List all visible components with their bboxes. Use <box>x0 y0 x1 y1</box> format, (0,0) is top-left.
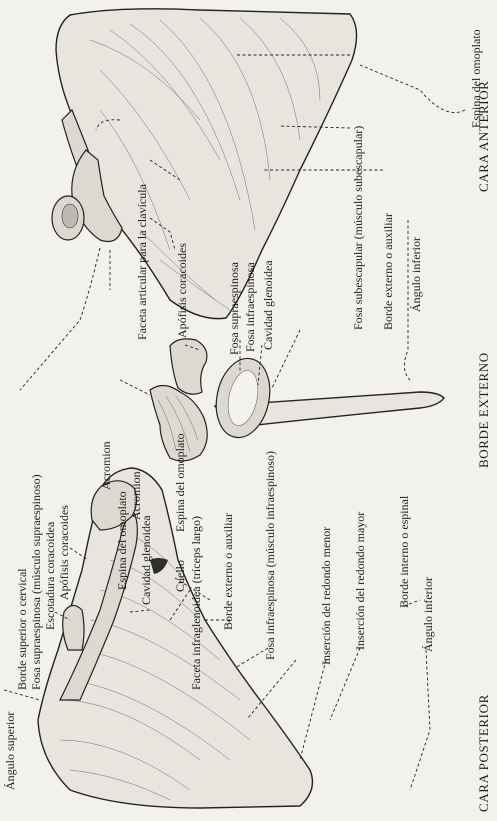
label-insercion-redondo-menor: Inserción del redondo menor <box>319 527 333 665</box>
caption-cara-anterior: CARA ANTERIOR <box>476 81 491 192</box>
lateral-view <box>150 339 444 461</box>
label-espina-omoplato-lateral: Espina del omoplato <box>173 433 187 532</box>
label-fosa-supraespinosa-posterior: Fosa supraespinosa (músculo supraespinos… <box>29 474 43 690</box>
label-acromion-posterior-top: Acromion <box>99 441 113 490</box>
label-insercion-redondo-mayor: Inserción del redondo mayor <box>353 512 367 650</box>
caption-borde-externo: BORDE EXTERNO <box>476 352 491 468</box>
posterior-coracoid <box>63 605 84 650</box>
label-cavidad-glenoidea-posterior: Cavidad glenoidea <box>139 515 153 605</box>
label-fosa-infraespinosa-posterior: Fosa infraespinosa (músculo infraespinos… <box>263 451 277 660</box>
label-borde-externo-auxiliar-posterior: Borde externo o auxiliar <box>221 513 235 630</box>
label-borde-interno-espinal: Borde interno o espinal <box>397 495 411 608</box>
label-faceta-infraglenoidea: Faceta infraglenoidea (tríceps largo) <box>189 516 203 690</box>
label-angulo-inferior-anterior: Ángulo inferior <box>409 237 423 312</box>
label-fosa-subescapular: Fosa subescapular (músculo subescapular) <box>351 126 365 330</box>
label-angulo-inferior-posterior: Ángulo inferior <box>421 577 435 652</box>
label-apofisis-coracoides-anterior: Apófisis coracoides <box>175 243 189 338</box>
label-borde-superior-cervical: Borde superior o cervical <box>15 568 29 690</box>
lateral-coracoid <box>170 339 207 394</box>
caption-cara-posterior: CARA POSTERIOR <box>476 694 491 812</box>
label-fosa-supraespinosa-lateral: Fosa supraespinosa <box>227 261 241 355</box>
label-espina-omoplato-posterior: Espina del omoplato <box>115 491 129 590</box>
label-cavidad-glenoidea-lateral: Cavidad glenoidea <box>261 260 275 350</box>
label-escotadura-coracoidea: Escotadura coracoidea <box>43 521 57 630</box>
label-apofisis-coracoides-posterior: Apófisis coracoides <box>57 505 71 600</box>
label-angulo-superior: Ángulo superior <box>3 712 17 790</box>
label-fosa-infraespinosa-lateral: Fosa infraespinosa <box>243 262 257 352</box>
label-borde-externo-auxiliar-anterior: Borde externo o auxiliar <box>381 213 395 330</box>
label-faceta-articular-clavicula: Faceta articular para la clavícula <box>135 183 149 340</box>
label-acromion-posterior: Acromion <box>129 471 143 520</box>
label-cuello: Cuello <box>173 560 187 592</box>
